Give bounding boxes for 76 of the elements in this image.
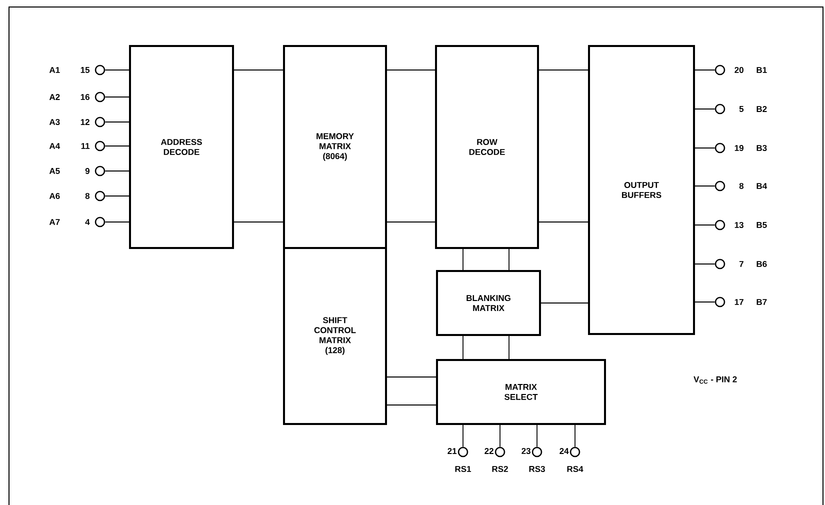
pin-name: B4 [756,183,768,189]
pin-circle [714,104,726,114]
pin-number: 12 [80,119,90,125]
pin-name: A2 [49,94,60,100]
pin-number: 13 [734,222,744,228]
pin-number: 9 [85,168,90,174]
pin-circle [494,446,506,458]
connector-line [508,336,510,360]
pin-name: A3 [49,118,60,125]
pin-number: 19 [734,145,744,151]
connector-line [508,248,510,270]
pin-circle [714,142,726,154]
block-box: OUTPUT BUFFERS [588,45,695,335]
pin-circle [714,258,726,270]
pin-circle [458,446,468,458]
connector-line [694,108,716,110]
pin-circle [94,92,106,102]
pin-circle [94,216,106,228]
pin-circle [714,296,726,308]
pin-circle [532,446,542,458]
pin-number: 20 [734,67,744,73]
pin-name: B2 [756,106,767,112]
pin-number: 24 [560,448,569,454]
pin-name: A7 [49,219,60,225]
pin-number: 4 [85,219,90,225]
pin-name: A5 [49,168,60,174]
pin-circle [94,116,106,128]
pin-name: B7 [756,299,767,305]
connector-line [462,336,464,360]
pin-name: B6 [756,261,767,267]
pin-circle [94,190,106,202]
block-box: ROW DECODE [435,45,539,249]
block-box: BLANKING MATRIX [436,270,541,336]
pin-circle [714,64,726,76]
pin-circle [714,220,726,230]
connector-line [574,424,576,448]
pin-circle [570,446,580,458]
pin-name: A6 [49,193,60,199]
pin-number: 5 [739,106,744,112]
pin-circle [714,180,726,192]
pin-number: 17 [734,299,744,305]
block-box: MATRIX SELECT [436,359,606,425]
connector-line [536,424,538,448]
connector-line [694,224,716,226]
pin-number: 8 [739,183,744,189]
pin-number: 11 [81,143,90,149]
pin-number: 23 [522,448,530,454]
pin-number: 7 [739,261,744,267]
pin-name: RS3 [529,466,545,472]
supply-note: V$_{CC}$ - PIN 2 [694,376,737,384]
pin-number: 21 [448,448,457,454]
pin-name: RS2 [492,466,508,472]
pin-number: 15 [80,67,90,73]
connector-line [104,170,130,172]
pin-name: RS1 [455,466,472,472]
connector-line [386,376,436,378]
pin-number: 8 [85,193,90,199]
block-box: MEMORY MATRIX (8064) [283,45,387,249]
pin-circle [94,166,106,176]
pin-number: 16 [80,94,90,100]
pin-name: B3 [756,144,767,151]
pin-name: A1 [49,67,60,73]
connector-line [462,248,464,270]
connector-line [462,424,464,448]
connector-line [104,96,130,98]
connector-line [386,404,436,406]
block-box: SHIFT CONTROL MATRIX (128) [283,247,387,425]
pin-circle [94,140,106,152]
pin-circle [94,64,106,76]
pin-name: B5 [756,222,767,228]
block-box: ADDRESS DECODE [129,45,234,249]
pin-name: RS4 [567,466,584,472]
pin-name: B1 [756,67,767,73]
pin-name: A4 [49,143,60,149]
connector-line [540,302,588,304]
pin-number: 22 [484,448,494,454]
